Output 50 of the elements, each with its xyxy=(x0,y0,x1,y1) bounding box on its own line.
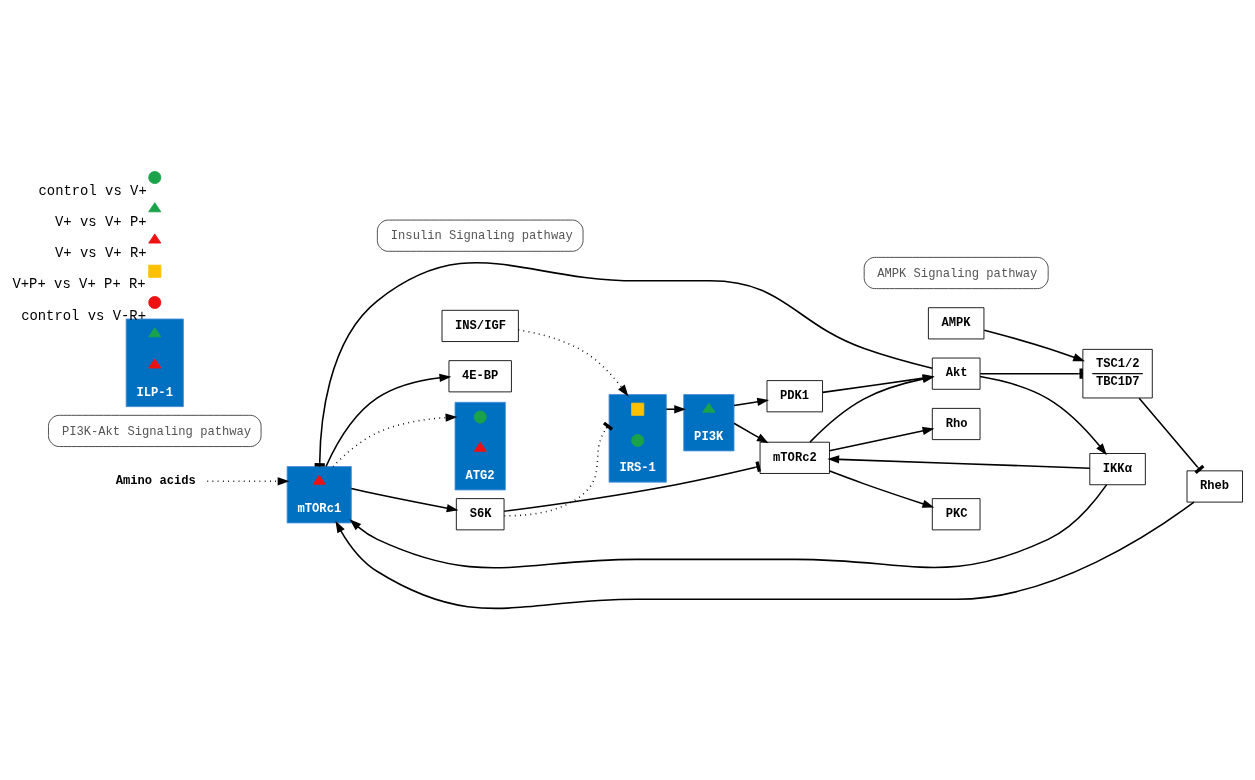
node-box: PDK1 xyxy=(766,380,823,413)
node-circle xyxy=(473,410,487,424)
cluster: PI3K xyxy=(683,394,735,452)
node-square xyxy=(631,402,645,416)
node-text: Amino acids xyxy=(115,474,196,489)
connector xyxy=(503,461,761,513)
arrow xyxy=(827,455,1091,469)
node-box: Insulin Signaling pathway xyxy=(376,219,584,252)
node-box: INS/IGF xyxy=(441,309,519,342)
node-triangle xyxy=(473,441,487,452)
arrow xyxy=(325,373,452,468)
legend-label: V+ vs V+ P+ xyxy=(54,213,147,230)
node-box: mTORc2 xyxy=(759,441,830,474)
arrow xyxy=(979,375,1107,456)
arrow xyxy=(350,487,459,513)
node-box: AMPK xyxy=(927,307,985,340)
arrow xyxy=(335,501,1195,610)
connector xyxy=(503,421,614,517)
arrow xyxy=(349,484,1108,569)
node-box: Rheb xyxy=(1186,470,1243,503)
arrow xyxy=(665,405,687,414)
node-box: Akt xyxy=(931,357,981,390)
cluster: mTORc1 xyxy=(286,466,352,524)
arrow xyxy=(828,470,935,508)
node-box: PI3K-Akt Signaling pathway xyxy=(48,414,262,447)
node-box: AMPK Signaling pathway xyxy=(863,256,1049,290)
node-box: TSC1/2 TBC1D7 xyxy=(1082,348,1153,399)
node-circle xyxy=(631,433,645,447)
arrow xyxy=(733,422,769,444)
node-triangle xyxy=(312,474,326,485)
legend-label: V+ vs V+ R+ xyxy=(54,245,147,262)
node-triangle xyxy=(148,327,162,338)
legend-label: control vs V+ xyxy=(38,182,147,199)
node-triangle xyxy=(702,402,716,413)
node-triangle xyxy=(148,358,162,369)
node-box: Rho xyxy=(931,407,981,441)
arrow xyxy=(332,413,458,468)
connector xyxy=(1138,397,1205,474)
node-box: PKC xyxy=(931,498,981,531)
node-box: IKKα xyxy=(1089,453,1146,486)
arrow xyxy=(733,397,770,407)
cluster: ATG2 xyxy=(454,401,506,491)
arrow xyxy=(983,329,1085,362)
legend-label: V+P+ vs V+ P+ R+ xyxy=(12,276,146,293)
arrow xyxy=(517,329,629,397)
node-box: 4E-BP xyxy=(448,360,512,393)
cluster: IRS-1 xyxy=(608,394,667,483)
node-box: S6K xyxy=(455,498,505,531)
arrow xyxy=(828,426,935,452)
arrow xyxy=(206,477,290,486)
